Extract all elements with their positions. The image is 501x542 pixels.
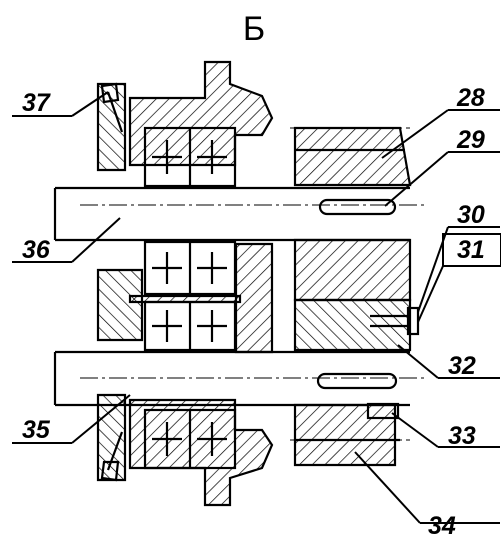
callout-29: 29 (457, 126, 485, 154)
end-cover-middle (96, 268, 144, 342)
housing-web (234, 242, 274, 354)
gear-hub-upper (293, 238, 412, 302)
spacer-plate (128, 294, 242, 304)
callout-36: 36 (22, 236, 50, 264)
callout-31: 31 (457, 236, 485, 264)
callout-35: 35 (22, 416, 50, 444)
center-lines (80, 127, 425, 441)
callout-32: 32 (448, 352, 476, 380)
bearing-upper-a (143, 126, 237, 188)
key-29 (318, 198, 397, 216)
grease-nipple-bottom (100, 431, 124, 482)
gear-hub-lower (293, 298, 412, 352)
callout-30: 30 (457, 201, 485, 229)
housing-top (128, 60, 274, 167)
bearing-lower-a (143, 300, 237, 352)
grease-nipple-top (100, 82, 124, 133)
bearing-lower-b (143, 408, 237, 470)
callout-34: 34 (428, 512, 456, 540)
gear-34 (293, 403, 400, 467)
callout-28: 28 (457, 84, 485, 112)
bearing-upper-b (143, 240, 237, 296)
key-33 (366, 402, 400, 420)
callout-37: 37 (22, 89, 50, 117)
key-lower (316, 372, 398, 390)
housing-bottom (128, 398, 274, 507)
callout-33: 33 (448, 422, 476, 450)
leader-lines (12, 91, 501, 524)
view-label: Б (242, 10, 266, 48)
gear-28 (293, 126, 412, 187)
